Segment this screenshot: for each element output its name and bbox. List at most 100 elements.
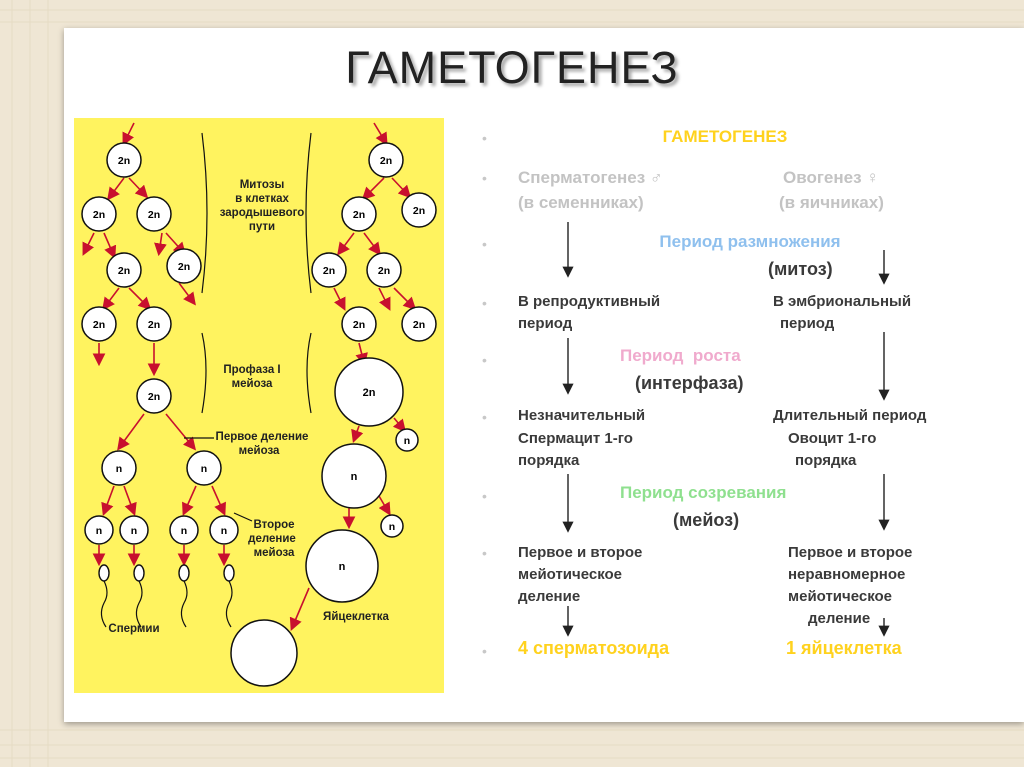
cell xyxy=(230,619,298,687)
cell xyxy=(401,192,437,228)
arrow xyxy=(363,232,381,256)
cell-ploidy-label: 2n xyxy=(93,209,105,221)
cell xyxy=(321,443,387,509)
bracket xyxy=(305,132,312,294)
cell-ploidy-label: 2n xyxy=(148,209,160,221)
sperm-head xyxy=(98,564,110,582)
female-growth-line2: Овоцит 1-го xyxy=(788,430,877,447)
cell xyxy=(169,515,199,545)
cell xyxy=(186,450,222,486)
bracket xyxy=(306,332,312,414)
spermatogenesis-label: Сперматогенез ♂ xyxy=(518,168,663,187)
female-growth-line1: Длительный период xyxy=(773,407,927,424)
cell-ploidy-label: 2n xyxy=(148,319,160,331)
female-result: 1 яйцеклетка xyxy=(786,638,902,658)
cell-ploidy-label: n xyxy=(96,525,102,537)
cell-ploidy-label: 2n xyxy=(413,319,425,331)
male-reproductive-line2: период xyxy=(518,315,573,332)
diagram-label: деление xyxy=(248,533,296,545)
sperm-tail xyxy=(135,580,143,628)
female-meiosis-line4: деление xyxy=(808,610,871,627)
arrow xyxy=(103,232,117,259)
arrow xyxy=(128,177,149,199)
male-result: 4 сперматозоида xyxy=(518,638,670,658)
arrow xyxy=(211,485,226,516)
cell xyxy=(84,515,114,545)
cell-ploidy-label: 2n xyxy=(178,261,190,273)
bullet: • xyxy=(482,643,487,659)
interphase-label: (интерфаза) xyxy=(635,373,744,393)
sperm-head xyxy=(133,564,145,582)
bullet: • xyxy=(482,545,487,561)
female-meiosis-line3: мейотическое xyxy=(788,588,893,605)
arrow xyxy=(351,425,364,444)
oogenesis-label: Овогенез ♀ xyxy=(783,168,880,187)
cell-ploidy-label: 2n xyxy=(413,205,425,217)
arrow xyxy=(391,177,412,199)
male-reproductive-line1: В репродуктивный xyxy=(518,293,661,310)
arrow xyxy=(122,122,135,146)
diagram-label: Яйцеклетка xyxy=(323,611,389,623)
cell xyxy=(136,306,172,342)
arrow xyxy=(361,177,385,201)
in-testes-label: (в семенниках) xyxy=(518,193,644,212)
cell-ploidy-label: n xyxy=(131,525,137,537)
female-meiosis-line1: Первое и второе xyxy=(788,544,913,561)
diagram-label: пути xyxy=(249,221,275,233)
bullet: • xyxy=(482,409,487,425)
cell xyxy=(368,142,404,178)
bullet: • xyxy=(482,295,487,311)
cell-ploidy-label: 2n xyxy=(118,155,130,167)
bullet: • xyxy=(482,236,487,252)
cell xyxy=(81,306,117,342)
male-growth-line1: Незначительный xyxy=(518,407,646,424)
cell-ploidy-label: n xyxy=(404,435,410,447)
cell-ploidy-label: n xyxy=(389,521,395,533)
cell-ploidy-label: 2n xyxy=(93,319,105,331)
cell-ploidy-label: n xyxy=(351,471,358,483)
cell xyxy=(366,252,402,288)
cell xyxy=(395,428,419,452)
right-heading: ГАМЕТОГЕНЕЗ xyxy=(662,127,788,146)
arrow xyxy=(289,587,310,631)
diagram-label: Митозы xyxy=(240,179,285,191)
cell-ploidy-label: 2n xyxy=(118,265,130,277)
cell xyxy=(334,357,404,427)
sperm-tail xyxy=(180,580,188,628)
cell xyxy=(106,142,142,178)
cell xyxy=(106,252,142,288)
cell xyxy=(380,514,404,538)
male-growth-line2: Спермацит 1-го xyxy=(518,430,633,447)
cell xyxy=(136,378,172,414)
arrow xyxy=(178,282,196,306)
cell-ploidy-label: 2n xyxy=(353,319,365,331)
arrow xyxy=(337,232,355,256)
diagram-label: мейоза xyxy=(254,547,295,559)
arrow xyxy=(333,287,346,311)
cell-ploidy-label: 2n xyxy=(323,265,335,277)
sperm-tail xyxy=(100,580,108,628)
male-growth-line3: порядка xyxy=(518,452,580,469)
bullet: • xyxy=(482,352,487,368)
arrow xyxy=(373,122,388,146)
arrow xyxy=(165,413,197,451)
bracket xyxy=(201,332,207,414)
arrow xyxy=(393,287,417,311)
cell xyxy=(311,252,347,288)
female-meiosis-line2: неравномерное xyxy=(788,566,906,583)
cell-ploidy-label: n xyxy=(201,463,207,475)
diagram-label: Первое деление xyxy=(216,431,309,443)
female-growth-line3: порядка xyxy=(795,452,857,469)
mitosis-label: (митоз) xyxy=(768,259,833,279)
sperm-tail xyxy=(225,580,233,628)
pointer-line xyxy=(233,512,253,522)
female-embryonic-line2: период xyxy=(780,315,835,332)
arrow xyxy=(378,495,391,516)
arrow xyxy=(154,232,167,257)
cell xyxy=(81,196,117,232)
cell xyxy=(136,196,172,232)
male-meiosis-line2: мейотическое xyxy=(518,566,623,583)
arrow xyxy=(182,485,197,516)
cell-ploidy-label: 2n xyxy=(363,387,376,399)
